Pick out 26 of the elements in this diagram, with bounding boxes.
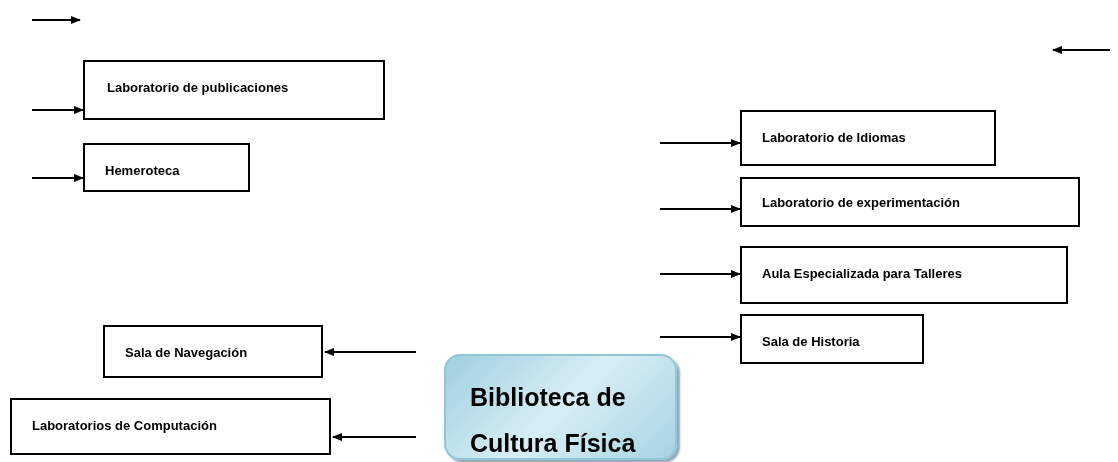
room-label: Laboratorio de experimentación	[762, 194, 961, 212]
main-title: Biblioteca de Cultura Física	[470, 382, 637, 459]
room-box	[740, 110, 996, 166]
room-label: Hemeroteca	[105, 162, 181, 180]
room-label: Sala de Navegación	[125, 344, 249, 362]
arrow	[332, 433, 417, 441]
main-rounded-box	[444, 354, 677, 460]
room-box	[740, 314, 924, 364]
arrow	[659, 270, 741, 278]
room-label: Laboratorio de Idiomas	[762, 129, 907, 147]
room-box	[83, 60, 385, 120]
room-label: Sala de Historia	[762, 333, 861, 351]
room-label: Aula Especializada para Talleres	[762, 265, 963, 283]
room-box	[83, 143, 250, 192]
arrow	[31, 174, 84, 182]
arrow	[31, 106, 84, 114]
arrow	[659, 139, 741, 147]
arrow	[659, 333, 741, 341]
room-label: Laboratorio de publicaciones	[107, 79, 290, 97]
arrow	[324, 348, 417, 356]
room-box	[10, 398, 331, 455]
room-box	[103, 325, 323, 378]
room-box	[740, 246, 1068, 304]
arrow	[659, 205, 741, 213]
room-box	[740, 177, 1080, 227]
room-label: Laboratorios de Computación	[32, 417, 218, 435]
